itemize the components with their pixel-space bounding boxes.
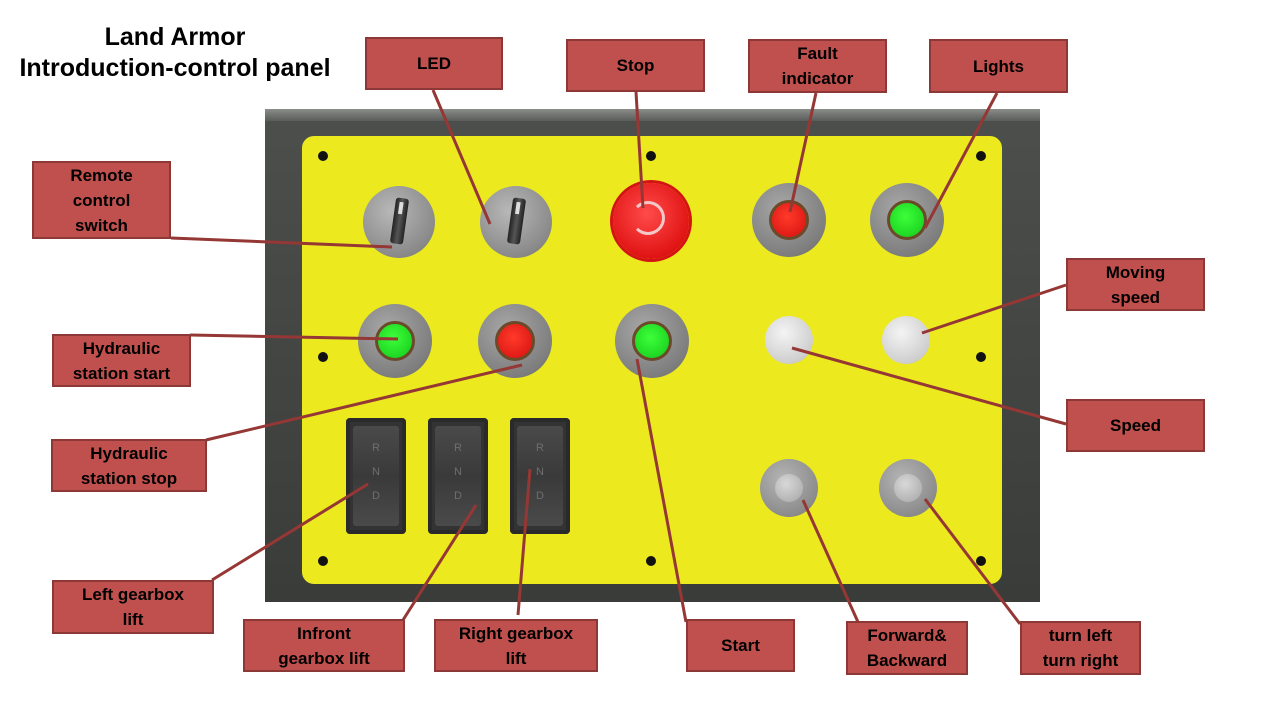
indicator-lamp-icon bbox=[632, 321, 672, 361]
leader-line-hyd-start bbox=[189, 333, 399, 341]
screw-icon bbox=[976, 151, 986, 161]
emergency-stop-button[interactable] bbox=[613, 183, 689, 259]
speed-button[interactable] bbox=[765, 316, 813, 364]
leader-line-remote bbox=[170, 236, 393, 249]
leader-line-start bbox=[635, 358, 688, 623]
leader-line-forward-backward bbox=[801, 499, 860, 623]
fault-indicator-lamp bbox=[752, 183, 826, 257]
leader-line-moving-speed bbox=[921, 283, 1067, 335]
indicator-lamp-icon bbox=[887, 200, 927, 240]
moving-speed-button[interactable] bbox=[882, 316, 930, 364]
screw-icon bbox=[646, 556, 656, 566]
forward-backward-joystick[interactable] bbox=[760, 459, 818, 517]
leader-line-lights bbox=[923, 92, 999, 229]
label-turn-left-turn-right: turn left turn right bbox=[1020, 621, 1141, 675]
right-gearbox-lift-rocker[interactable]: R N D bbox=[510, 418, 570, 534]
title-line-1: Land Armor bbox=[104, 23, 246, 51]
left-gearbox-lift-rocker[interactable]: R N D bbox=[346, 418, 406, 534]
screw-icon bbox=[318, 556, 328, 566]
screw-icon bbox=[318, 151, 328, 161]
indicator-lamp-icon bbox=[495, 321, 535, 361]
indicator-lamp-icon bbox=[375, 321, 415, 361]
screw-icon bbox=[646, 151, 656, 161]
label-right-gearbox-lift: Right gearbox lift bbox=[434, 619, 598, 672]
label-lights: Lights bbox=[929, 39, 1068, 93]
label-forward-backward: Forward& Backward bbox=[846, 621, 968, 675]
label-remote-control-switch: Remote control switch bbox=[32, 161, 171, 239]
label-hydraulic-station-start: Hydraulic station start bbox=[52, 334, 191, 387]
page-title: Land Armor Introduction-control panel bbox=[0, 22, 350, 84]
hydraulic-station-stop-button[interactable] bbox=[478, 304, 552, 378]
lights-button[interactable] bbox=[870, 183, 944, 257]
leader-line-led bbox=[431, 89, 492, 225]
rocker-switch-icon: R N D bbox=[517, 426, 563, 526]
leader-line-turn bbox=[923, 498, 1022, 625]
leader-line-infront-gearbox bbox=[401, 504, 478, 621]
leader-line-right-gearbox bbox=[516, 468, 532, 616]
label-start: Start bbox=[686, 619, 795, 672]
label-speed: Speed bbox=[1066, 399, 1205, 452]
label-led: LED bbox=[365, 37, 503, 90]
leader-line-speed bbox=[791, 346, 1067, 426]
label-left-gearbox-lift: Left gearbox lift bbox=[52, 580, 214, 634]
label-moving-speed: Moving speed bbox=[1066, 258, 1205, 311]
rocker-switch-icon: R N D bbox=[353, 426, 399, 526]
label-hydraulic-station-stop: Hydraulic station stop bbox=[51, 439, 207, 492]
led-switch-knob[interactable] bbox=[480, 186, 552, 258]
label-stop: Stop bbox=[566, 39, 705, 92]
start-button[interactable] bbox=[615, 304, 689, 378]
leader-line-hyd-stop bbox=[205, 363, 523, 442]
label-fault-indicator: Fault indicator bbox=[748, 39, 887, 93]
leader-line-fault bbox=[788, 92, 818, 213]
screw-icon bbox=[318, 352, 328, 362]
emergency-stop-icon bbox=[631, 201, 665, 235]
turn-left-right-joystick[interactable] bbox=[879, 459, 937, 517]
leader-line-stop bbox=[634, 91, 645, 209]
leader-line-left-gearbox bbox=[211, 482, 369, 582]
screw-icon bbox=[976, 556, 986, 566]
hydraulic-station-start-button[interactable] bbox=[358, 304, 432, 378]
screw-icon bbox=[976, 352, 986, 362]
label-infront-gearbox-lift: Infront gearbox lift bbox=[243, 619, 405, 672]
title-line-2: Introduction-control panel bbox=[19, 54, 331, 82]
indicator-lamp-icon bbox=[769, 200, 809, 240]
